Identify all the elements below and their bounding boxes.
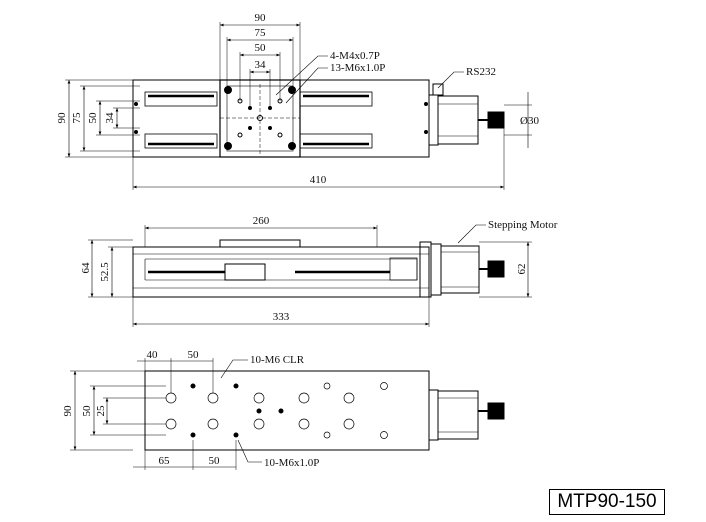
- callout-label: Stepping Motor: [488, 219, 558, 231]
- dim-text: 75: [255, 27, 267, 39]
- callout-label: 13-M6x1.0P: [330, 62, 385, 74]
- motor-flange: [428, 94, 439, 146]
- dim-text: 62: [516, 264, 528, 275]
- callout-label: 4-M4x0.7P: [330, 50, 380, 62]
- dim-text: 52.5: [99, 262, 111, 282]
- dim-text: 410: [310, 174, 327, 186]
- dim-text: 333: [273, 311, 290, 323]
- top-rail-slot: [299, 133, 373, 149]
- bottom-view-text: 40 50 90 50 25 65 50 10-M6 CLR 10-M6x1.0…: [62, 349, 319, 469]
- dim-text: 50: [87, 112, 99, 124]
- leader-line: [285, 67, 328, 104]
- bolt-hole: [253, 418, 265, 430]
- mount-hole: [248, 126, 252, 130]
- knob: [487, 402, 505, 420]
- motor-body: [437, 95, 479, 145]
- tapped-hole: [256, 408, 262, 414]
- bolt-hole: [165, 392, 177, 404]
- part-number-box: MTP90-150: [549, 489, 665, 515]
- dim-text: 65: [159, 455, 171, 467]
- mount-hole: [424, 102, 428, 106]
- dim-text: 40: [147, 349, 159, 361]
- motor-flange: [428, 389, 439, 441]
- dim-text: 90: [255, 12, 267, 24]
- dim-text: 75: [71, 112, 83, 124]
- bolt-hole: [343, 418, 355, 430]
- bottom-body-outline: [144, 370, 430, 451]
- leader-line: [220, 359, 248, 379]
- coupler: [389, 257, 418, 281]
- motor-plate: [430, 243, 442, 296]
- tapped-hole: [190, 432, 196, 438]
- bottom-hole-pattern: [165, 382, 388, 439]
- mount-hole: [288, 142, 296, 150]
- bolt-hole: [323, 431, 331, 439]
- mount-hole: [224, 86, 232, 94]
- bolt-hole: [298, 392, 310, 404]
- bolt-hole: [380, 431, 388, 439]
- dim-text: 64: [80, 262, 92, 274]
- tapped-hole: [190, 383, 196, 389]
- top-view: [65, 22, 532, 190]
- dim-text: 34: [255, 59, 267, 71]
- top-rail-slot: [299, 91, 373, 107]
- mount-hole: [134, 130, 138, 134]
- side-view: [88, 224, 532, 327]
- tapped-hole: [233, 383, 239, 389]
- dim-text: 34: [104, 112, 116, 124]
- dim-text: 90: [56, 112, 68, 124]
- rs232-connector: [432, 83, 444, 96]
- callout-label: RS232: [466, 66, 496, 78]
- bolt-hole: [207, 392, 219, 404]
- top-body-outline: [132, 79, 430, 158]
- motor-body: [440, 245, 480, 294]
- top-rail-slot: [144, 91, 218, 107]
- bottom-view: [70, 358, 505, 470]
- bolt-hole: [343, 392, 355, 404]
- dim-text: 50: [255, 42, 267, 54]
- leader-line: [457, 224, 486, 244]
- dim-text: 90: [62, 405, 74, 417]
- dim-text: 260: [253, 215, 270, 227]
- dim-text: 50: [188, 349, 200, 361]
- knob: [487, 260, 505, 278]
- top-view-text: 90 75 50 34 90 75 50 34 410 Ø30 4-M4x0.7…: [56, 12, 539, 186]
- dim-text: 50: [81, 405, 93, 417]
- bolt-hole: [253, 392, 265, 404]
- callout-label: 10-M6 CLR: [250, 354, 305, 366]
- mount-hole: [288, 86, 296, 94]
- dim-text: 25: [95, 405, 107, 417]
- mount-hole: [424, 130, 428, 134]
- side-view-text: 260 64 52.5 62 333 Stepping Motor: [80, 215, 558, 323]
- carriage-top: [219, 239, 301, 248]
- leader-line: [237, 439, 262, 463]
- bolt-hole: [165, 418, 177, 430]
- bolt-hole: [298, 418, 310, 430]
- carriage-plate: [219, 79, 301, 158]
- tapped-hole: [233, 432, 239, 438]
- mount-hole: [277, 132, 283, 138]
- mount-hole: [268, 126, 272, 130]
- mount-hole: [134, 102, 138, 106]
- bolt-hole: [207, 418, 219, 430]
- tapped-hole: [278, 408, 284, 414]
- callout-label: 10-M6x1.0P: [264, 457, 319, 469]
- mount-hole: [237, 132, 243, 138]
- bolt-hole: [323, 382, 331, 390]
- leader-line: [275, 55, 328, 96]
- dim-text: 50: [209, 455, 221, 467]
- leader-line: [437, 71, 464, 89]
- motor-body: [437, 390, 479, 440]
- mount-hole: [224, 142, 232, 150]
- dim-text: Ø30: [520, 115, 539, 127]
- top-rail-slot: [144, 133, 218, 149]
- bolt-hole: [380, 382, 388, 390]
- nut-block: [224, 263, 266, 281]
- knob: [487, 111, 505, 129]
